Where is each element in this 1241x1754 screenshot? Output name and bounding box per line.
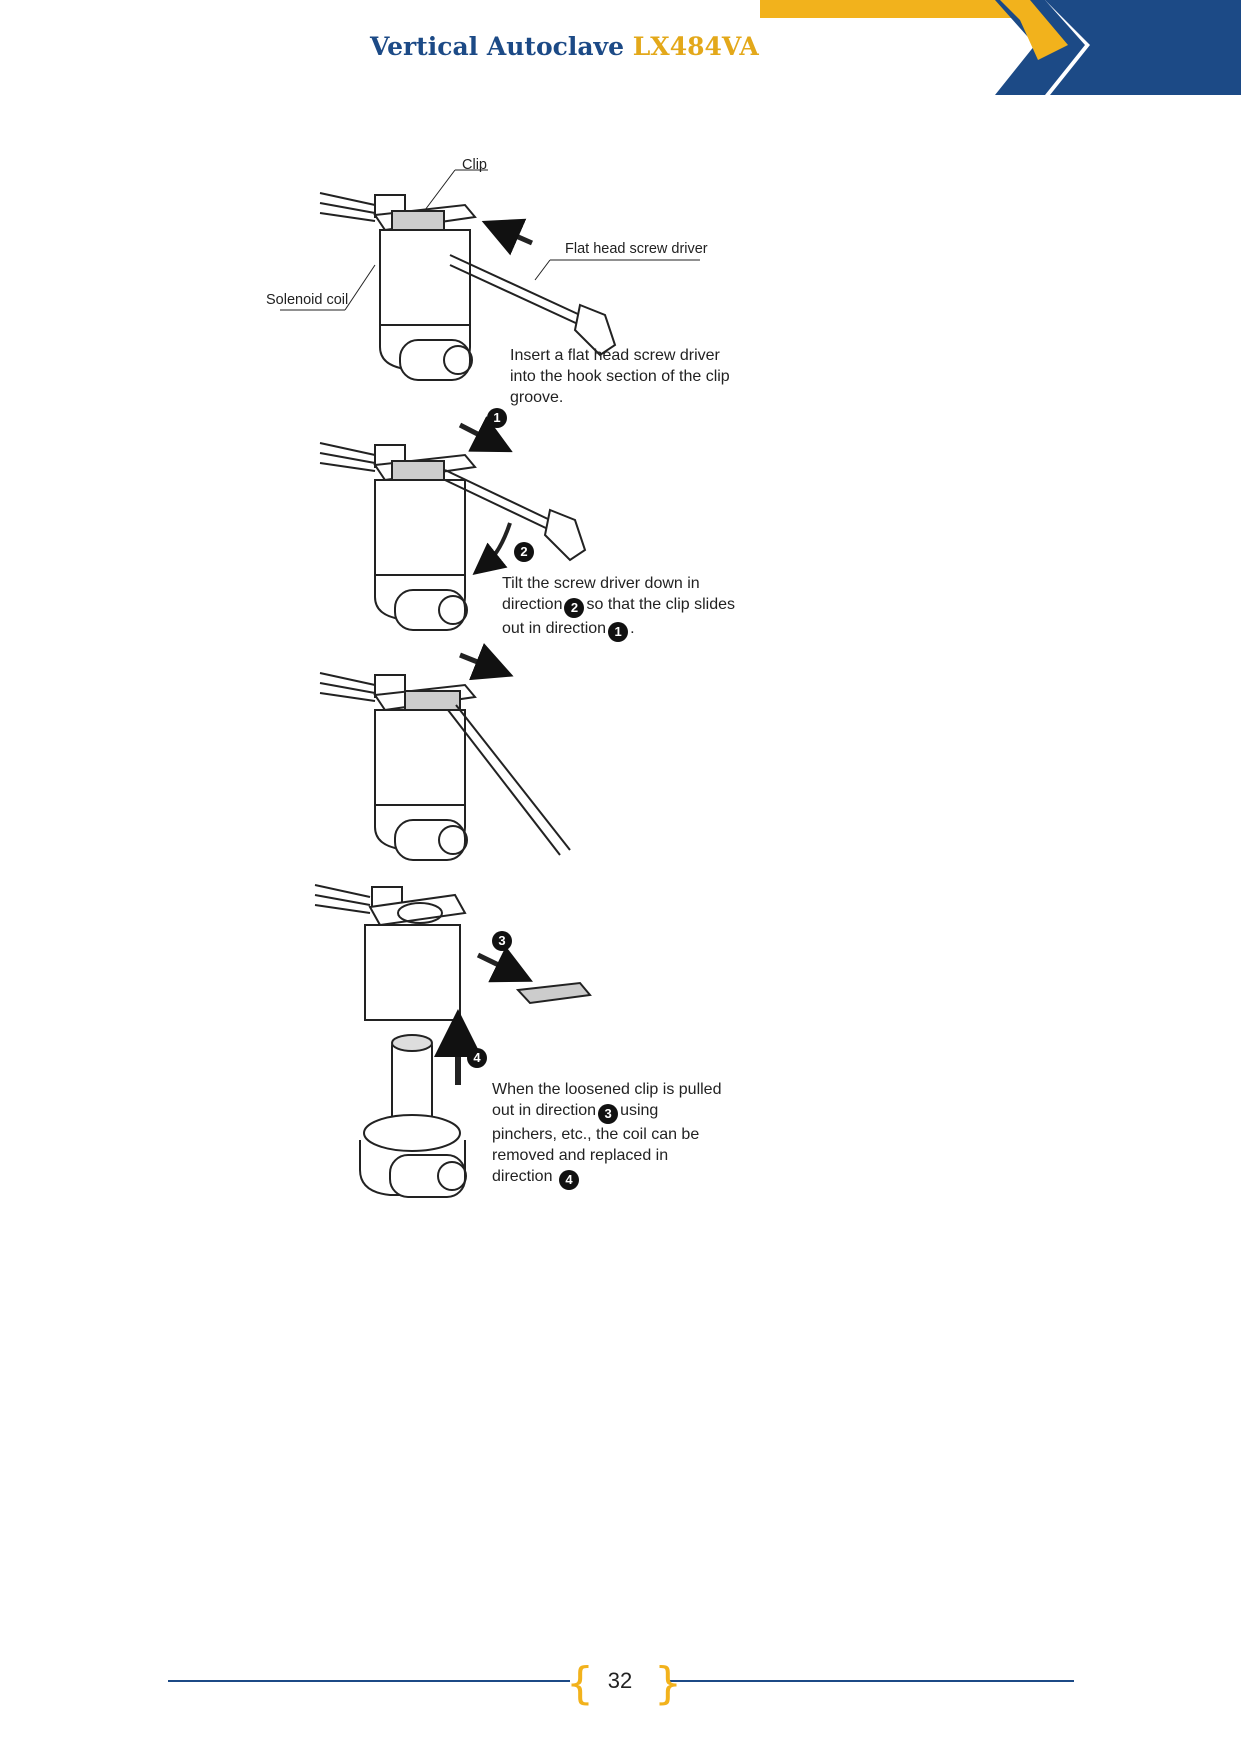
title-text: Vertical Autoclave	[370, 32, 624, 61]
stage4-valve-disassembled	[314, 884, 592, 1198]
clip-label: Clip	[462, 157, 487, 173]
step3-instruction: When the loosened clip is pulled out in …	[492, 1079, 721, 1190]
inline-marker-2: 2	[564, 598, 585, 618]
step1-line: groove.	[510, 389, 564, 406]
footer-bracket-left: {	[566, 1658, 594, 1709]
marker-4: 4	[467, 1048, 487, 1068]
step3-line5: direction 4	[492, 1166, 721, 1190]
inline-marker-1: 1	[608, 622, 629, 642]
marker-1: 1	[487, 408, 507, 428]
step2-line1: Tilt the screw driver down in	[502, 575, 700, 592]
solenoid-coil-replacement-figure: Clip Flat head screw driver Solenoid coi…	[262, 155, 840, 1360]
stage1-valve	[262, 169, 700, 381]
inline-marker-3: 3	[598, 1104, 619, 1124]
step1-line: Insert a flat head screw driver	[510, 347, 720, 364]
header-chevron-decoration	[760, 0, 1241, 95]
model-number: LX484VA	[632, 32, 759, 61]
step3-line4: removed and replaced in	[492, 1147, 669, 1164]
marker-2: 2	[514, 542, 534, 562]
step1-line: into the hook section of the clip	[510, 368, 730, 385]
step3-line1: When the loosened clip is pulled	[492, 1081, 722, 1098]
figure-drawing	[262, 169, 700, 1198]
footer-line-left	[168, 1680, 570, 1682]
solenoid-coil-label: Solenoid coil	[266, 292, 349, 308]
footer-line-right	[668, 1680, 1074, 1682]
inline-marker-4: 4	[558, 1170, 579, 1190]
footer-bracket-right: }	[654, 1658, 682, 1709]
marker-3: 3	[492, 931, 512, 951]
document-title: Vertical Autoclave LX484VA	[370, 32, 759, 61]
step1-instruction: Insert a flat head screw driver into the…	[510, 345, 730, 408]
screwdriver-label: Flat head screw driver	[565, 241, 708, 257]
stage3-valve	[319, 643, 571, 861]
step3-line3: pinchers, etc., the coil can be	[492, 1126, 700, 1143]
stage2-valve	[319, 416, 587, 631]
page-number: 32	[607, 1668, 633, 1693]
